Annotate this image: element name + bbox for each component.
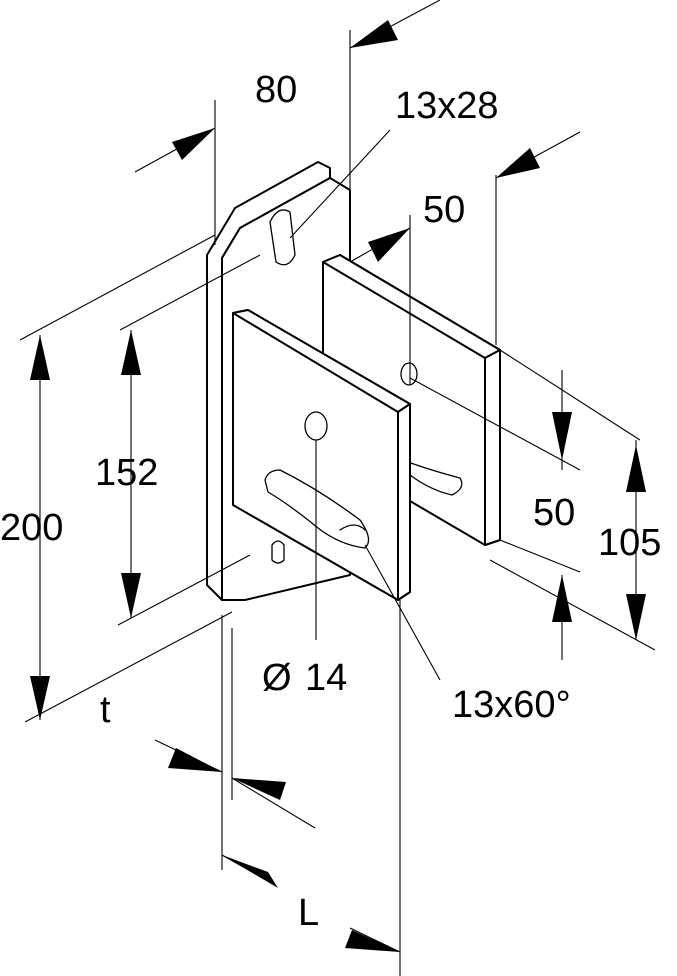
label-slot-top: 13x28 [395, 85, 499, 127]
dimension-labels: 80 13x28 50 152 200 50 105 Ø 14 13x60° t… [0, 69, 661, 934]
label-plate-inner-height: 152 [95, 452, 158, 494]
label-hole-diameter: 14 [305, 657, 347, 699]
label-plate-offset: 50 [533, 492, 575, 534]
label-plate-width: 50 [423, 189, 465, 231]
label-length: L [298, 892, 319, 934]
front-wing-plate [232, 309, 411, 601]
label-diameter-symbol: Ø [262, 657, 292, 699]
label-width-top: 80 [255, 69, 297, 111]
label-slot-curved: 13x60° [452, 684, 571, 726]
label-plate-height: 105 [598, 522, 661, 564]
dimension-arrows [30, 20, 646, 952]
label-thickness: t [100, 689, 111, 731]
label-total-height: 200 [0, 507, 63, 549]
